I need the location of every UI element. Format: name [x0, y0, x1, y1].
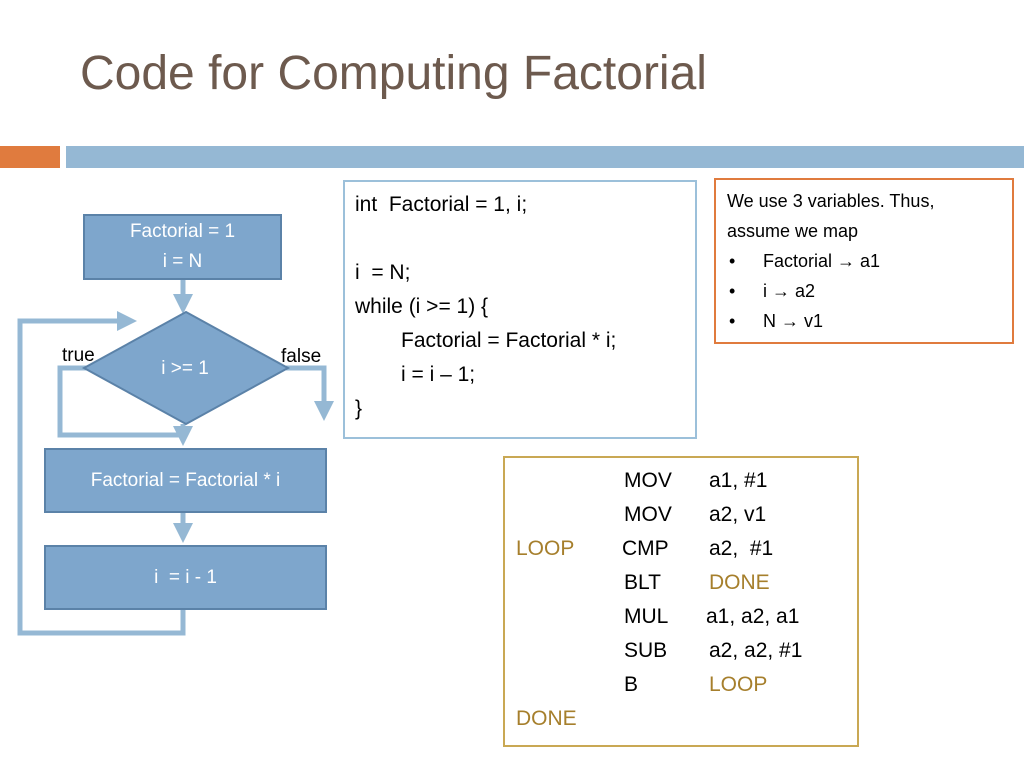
code-line: int Factorial = 1, i; [355, 193, 528, 216]
note-bullet-item: • N → v1 [727, 306, 1012, 336]
bullet-text: Factorial → a1 [763, 251, 881, 271]
step2-box [44, 545, 327, 610]
asm-row: BLT DONE [505, 566, 857, 600]
asm-row: DONE [505, 702, 857, 736]
asm-label: DONE [516, 707, 577, 730]
bullet-text: N → v1 [763, 311, 824, 331]
code-line: Factorial = Factorial * i; [401, 329, 617, 352]
false-label: false [281, 346, 322, 367]
asm-row: LOOP CMP a2, #1 [505, 532, 857, 566]
asm-row: MOV a1, #1 [505, 464, 857, 498]
bullet-text: i → a2 [763, 281, 816, 301]
asm-row: B LOOP [505, 668, 857, 702]
asm-op: BLT [624, 571, 661, 594]
asm-args: a2, a2, #1 [709, 639, 803, 662]
asm-args: a1, a2, a1 [706, 605, 800, 628]
slide-title: Code for Computing Factorial [80, 47, 707, 100]
step1-box [44, 448, 327, 513]
asm-op: CMP [622, 537, 669, 560]
code-line [355, 222, 695, 256]
asm-args: DONE [709, 571, 770, 594]
asm-row: SUB a2, a2, #1 [505, 634, 857, 668]
asm-op: MOV [624, 503, 672, 526]
code-line: } [355, 397, 363, 420]
asm-args: a2, #1 [709, 537, 774, 560]
condition-diamond [81, 310, 291, 426]
asm-row: MUL a1, a2, a1 [505, 600, 857, 634]
note-bullet-item: • Factorial → a1 [727, 246, 1012, 276]
arrow-loop-back [17, 311, 186, 636]
accent-bar-orange [0, 146, 60, 168]
init-box [83, 214, 282, 280]
init-line-1: Factorial = 1 [129, 221, 236, 242]
bullet-marker: • [729, 311, 736, 331]
asm-label: LOOP [516, 537, 575, 560]
arrow-false-path [286, 365, 334, 421]
init-box-text: Factorial = 1 i = N [84, 217, 281, 277]
asm-op: MUL [624, 605, 669, 628]
true-label: true [62, 345, 95, 366]
code-line: i = i – 1; [401, 363, 476, 386]
variable-mapping-note: We use 3 variables. Thus, assume we map … [714, 178, 1014, 344]
asm-op: SUB [624, 639, 668, 662]
note-line-1: We use 3 variables. Thus, [727, 191, 935, 211]
asm-op: B [624, 673, 639, 696]
init-line-2: i = N [162, 251, 203, 272]
asm-args: a2, v1 [709, 503, 767, 526]
condition-text: i >= 1 [161, 358, 209, 379]
assembly-code-box: MOV a1, #1 MOV a2, v1 LOOP CMP a2, #1 BL… [503, 456, 859, 747]
asm-args: LOOP [709, 673, 768, 696]
step1-text: Factorial = Factorial * i [90, 470, 281, 491]
step2-text: i = i - 1 [154, 567, 217, 588]
code-line: i = N; [355, 261, 411, 284]
bullet-marker: • [729, 281, 736, 301]
code-line: while (i >= 1) { [355, 295, 489, 318]
asm-op: MOV [624, 469, 672, 492]
note-bullet-item: • i → a2 [727, 276, 1012, 306]
asm-row: MOV a2, v1 [505, 498, 857, 532]
note-line-2: assume we map [727, 221, 859, 241]
asm-args: a1, #1 [709, 469, 768, 492]
c-code-box: int Factorial = 1, i; i = N; while (i >=… [343, 180, 697, 439]
accent-bar-blue [66, 146, 1024, 168]
bullet-marker: • [729, 251, 736, 271]
